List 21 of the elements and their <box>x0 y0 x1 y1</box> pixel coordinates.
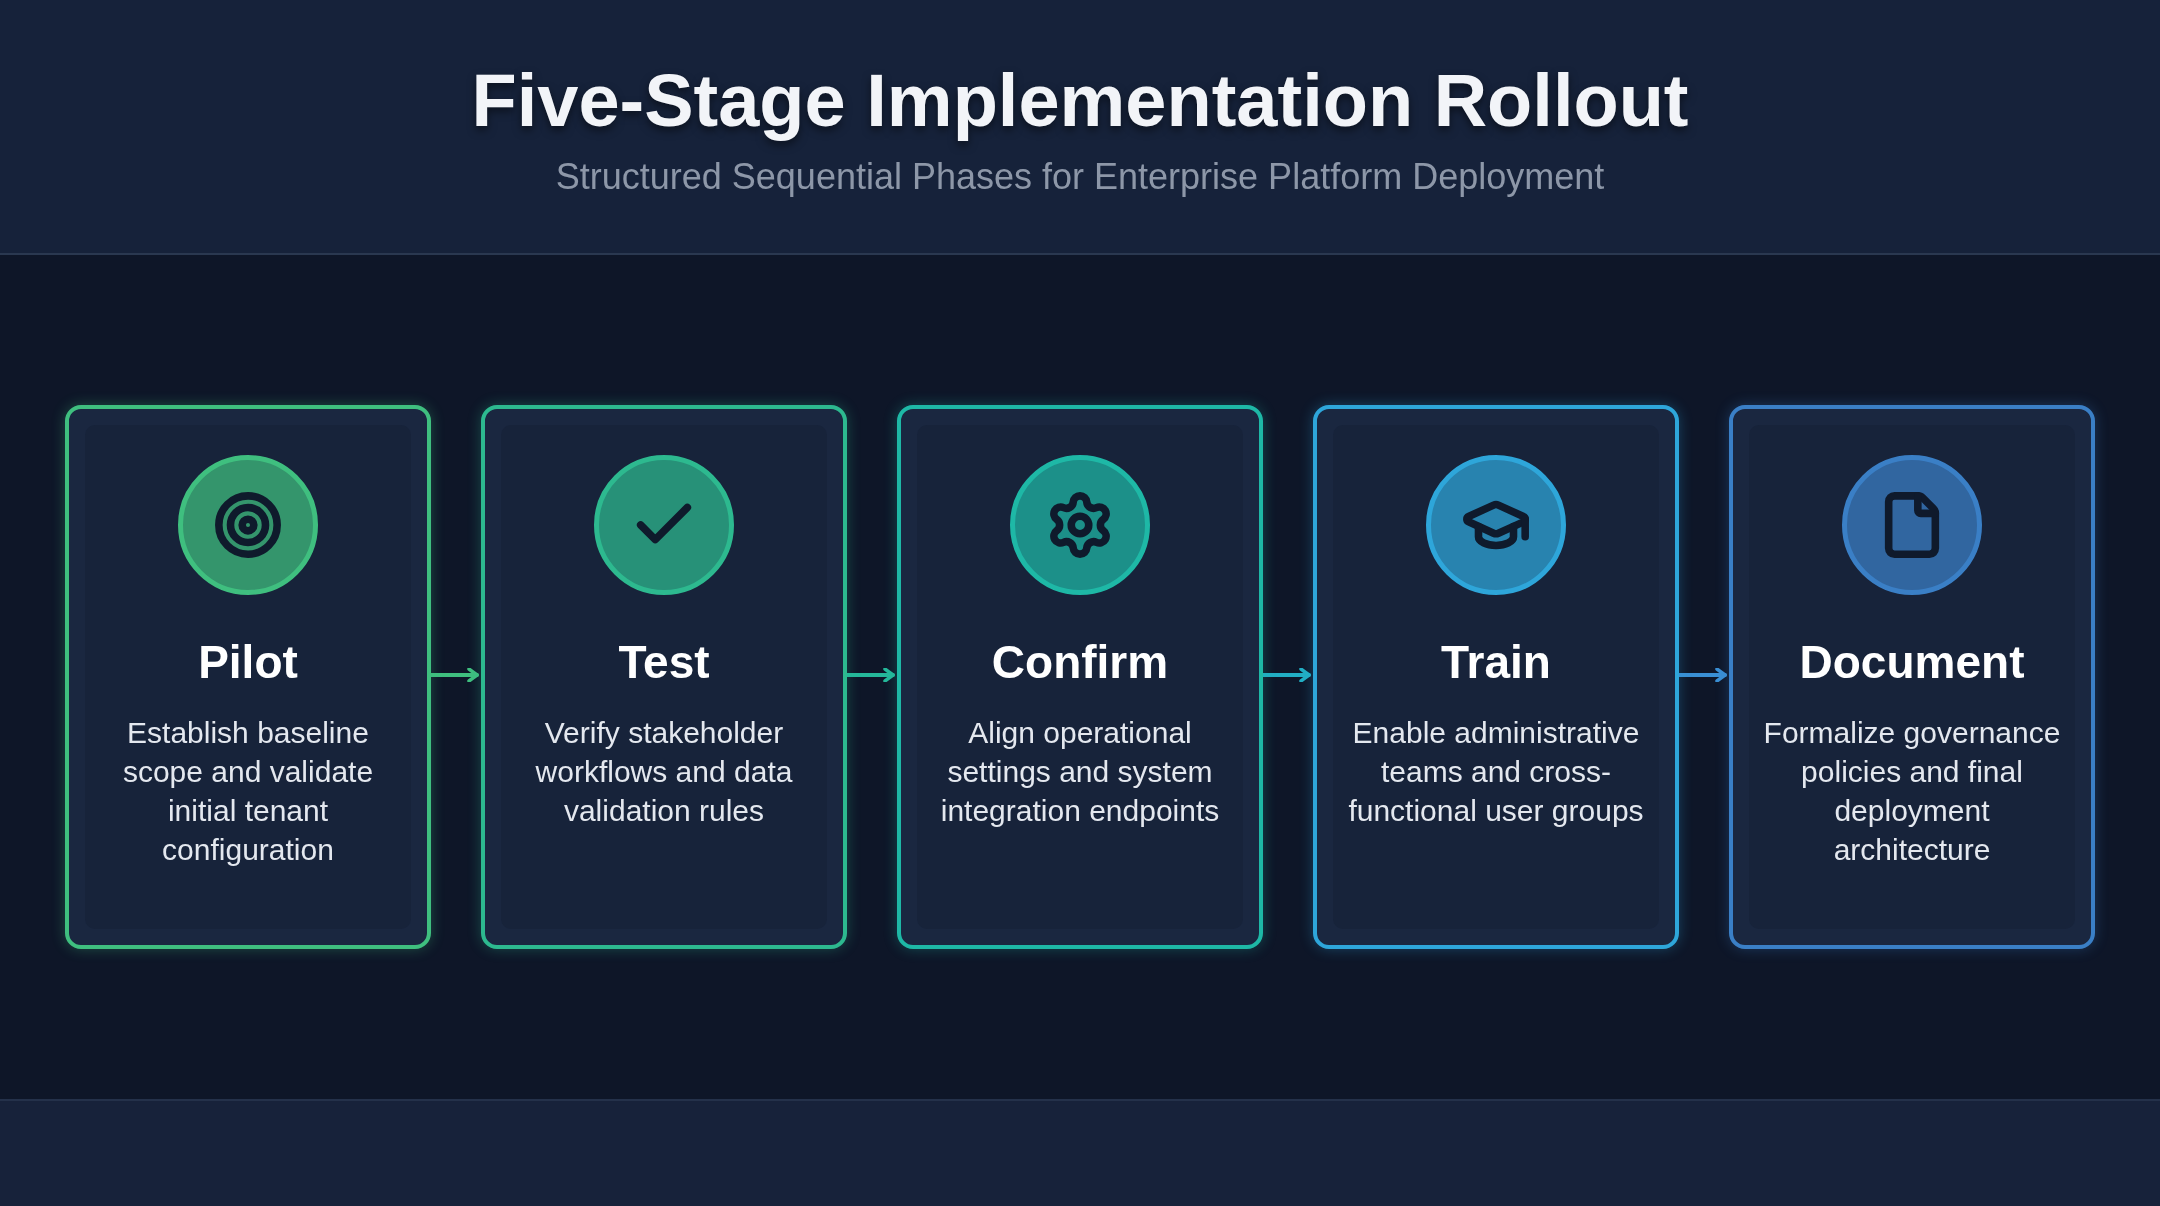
stage-card <box>897 405 1263 949</box>
arrow <box>845 667 895 683</box>
arrow <box>1677 667 1727 683</box>
title: Five-Stage Implementation Rollout <box>471 58 1689 143</box>
stage-description: Align operational settings and system integration endpoints <box>939 715 1221 829</box>
subtitle: Structured Sequential Phases for Enterprise Platform Deployment <box>555 156 1605 198</box>
stage-description: Formalize governance policies and final deployment architecture <box>1762 715 2062 868</box>
stage-card <box>1313 405 1679 949</box>
arrow <box>1261 667 1311 683</box>
stage-title: Pilot <box>198 635 298 689</box>
stage-card <box>65 405 431 949</box>
stage-description: Verify stakeholder workflows and data validation rules <box>534 715 794 829</box>
stage-card <box>481 405 847 949</box>
stage-title: Document <box>1799 635 2025 689</box>
stage-title: Confirm <box>991 635 1169 689</box>
stage-card <box>1729 405 2095 949</box>
stage-title: Train <box>1441 635 1551 689</box>
arrow <box>429 667 479 683</box>
stage-description: Establish baseline scope and validate initial tenant configuration <box>121 715 375 868</box>
stage-description: Enable administrative teams and cross-functional user groups <box>1347 715 1645 829</box>
stage-title: Test <box>618 635 710 689</box>
